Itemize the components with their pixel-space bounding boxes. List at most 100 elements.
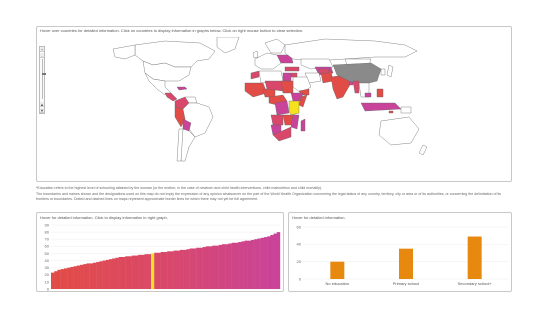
bar[interactable]: [189, 248, 194, 289]
bar[interactable]: [202, 247, 207, 289]
bar[interactable]: [231, 242, 236, 289]
bar[interactable]: [86, 263, 90, 289]
country-west-africa[interactable]: [244, 82, 268, 98]
bar[interactable]: [73, 266, 78, 289]
bar[interactable]: [257, 238, 261, 289]
country-somalia[interactable]: [298, 94, 308, 108]
country-central-america[interactable]: [164, 92, 178, 102]
bar[interactable]: [205, 246, 210, 289]
bar[interactable]: [192, 248, 197, 289]
bar[interactable]: [57, 269, 61, 289]
bar[interactable]: [112, 258, 116, 289]
bar[interactable]: [225, 244, 229, 289]
country-kenya-tanzania[interactable]: [288, 100, 300, 116]
bar[interactable]: [247, 240, 252, 289]
country-europe-west[interactable]: [254, 52, 282, 70]
country-mozambique[interactable]: [290, 114, 300, 130]
country-png[interactable]: [400, 106, 412, 114]
bar[interactable]: [96, 261, 100, 289]
bar[interactable]: [209, 246, 213, 289]
bar[interactable]: [144, 254, 148, 289]
bar[interactable]: [99, 261, 103, 289]
bar[interactable]: [267, 236, 271, 289]
bar[interactable]: [238, 242, 242, 289]
bar[interactable]: [128, 256, 132, 289]
bar[interactable]: [234, 242, 239, 289]
country-scandinavia[interactable]: [264, 38, 286, 54]
bar[interactable]: [147, 254, 152, 289]
bar[interactable]: [92, 262, 97, 289]
bar[interactable]: [121, 257, 126, 289]
bar[interactable]: [102, 260, 107, 289]
country-turkey[interactable]: [284, 66, 300, 72]
country-south-africa[interactable]: [272, 126, 292, 142]
pan-up-button[interactable]: ▲: [40, 102, 44, 107]
bar[interactable]: [273, 233, 277, 289]
bar[interactable]: [270, 234, 274, 289]
bar[interactable]: [170, 251, 174, 289]
bar[interactable]: [228, 243, 232, 289]
bar[interactable]: [54, 271, 58, 289]
bar[interactable]: [80, 264, 84, 289]
country-nigeria[interactable]: [262, 88, 276, 98]
bar[interactable]: [186, 249, 190, 289]
bar[interactable]: [260, 237, 265, 289]
bar[interactable]: [276, 232, 281, 289]
country-chile[interactable]: [176, 128, 184, 162]
bar[interactable]: [118, 257, 123, 289]
bar[interactable]: [176, 250, 181, 289]
zoom-slider-track[interactable]: [41, 59, 46, 99]
bar[interactable]: [63, 268, 68, 289]
bar[interactable]: [125, 256, 129, 289]
zoom-out-button[interactable]: -: [40, 53, 44, 58]
bar[interactable]: [154, 252, 158, 289]
bar[interactable]: [212, 245, 216, 289]
bar[interactable]: [134, 255, 139, 289]
country-alaska[interactable]: [112, 44, 136, 60]
education-bar[interactable]: [330, 261, 345, 279]
bar[interactable]: [105, 259, 110, 289]
bar[interactable]: [244, 240, 248, 289]
country-drc[interactable]: [274, 100, 290, 116]
country-brazil[interactable]: [182, 102, 214, 138]
country-myanmar[interactable]: [352, 80, 360, 94]
bar[interactable]: [115, 257, 119, 289]
education-bar[interactable]: [399, 248, 413, 279]
country-japan[interactable]: [386, 64, 394, 78]
zoom-slider-handle[interactable]: [41, 73, 46, 75]
country-angola[interactable]: [270, 114, 284, 126]
bar[interactable]: [131, 255, 136, 289]
country-eastern-europe[interactable]: [276, 54, 294, 64]
country-morocco[interactable]: [250, 70, 260, 80]
bar[interactable]: [141, 254, 145, 289]
bar[interactable]: [163, 252, 168, 289]
zoom-in-button[interactable]: +: [40, 47, 44, 52]
country-timor[interactable]: [388, 110, 394, 114]
country-australia[interactable]: [378, 116, 420, 146]
country-indonesia[interactable]: [360, 102, 402, 112]
bar[interactable]: [70, 266, 74, 289]
country-jordan[interactable]: [290, 72, 298, 78]
country-madagascar[interactable]: [300, 118, 306, 132]
bar[interactable]: [218, 244, 223, 289]
country-new-zealand[interactable]: [418, 144, 428, 156]
world-map[interactable]: [105, 37, 435, 177]
bar[interactable]: [254, 239, 258, 289]
bar[interactable]: [250, 239, 255, 289]
bar[interactable]: [221, 244, 226, 289]
bar[interactable]: [109, 259, 113, 289]
bar[interactable]: [60, 269, 65, 289]
bar[interactable]: [183, 249, 187, 289]
bar[interactable]: [138, 254, 142, 289]
country-caribbean[interactable]: [176, 86, 188, 91]
bar[interactable]: [180, 249, 184, 289]
bar[interactable]: [199, 247, 203, 289]
country-egypt[interactable]: [282, 72, 292, 82]
country-philippines[interactable]: [376, 88, 384, 98]
country-cambodia[interactable]: [364, 92, 372, 98]
bar[interactable]: [157, 252, 161, 289]
bar[interactable]: [173, 250, 177, 289]
country-sudan[interactable]: [280, 80, 294, 94]
country-russia[interactable]: [284, 38, 418, 62]
